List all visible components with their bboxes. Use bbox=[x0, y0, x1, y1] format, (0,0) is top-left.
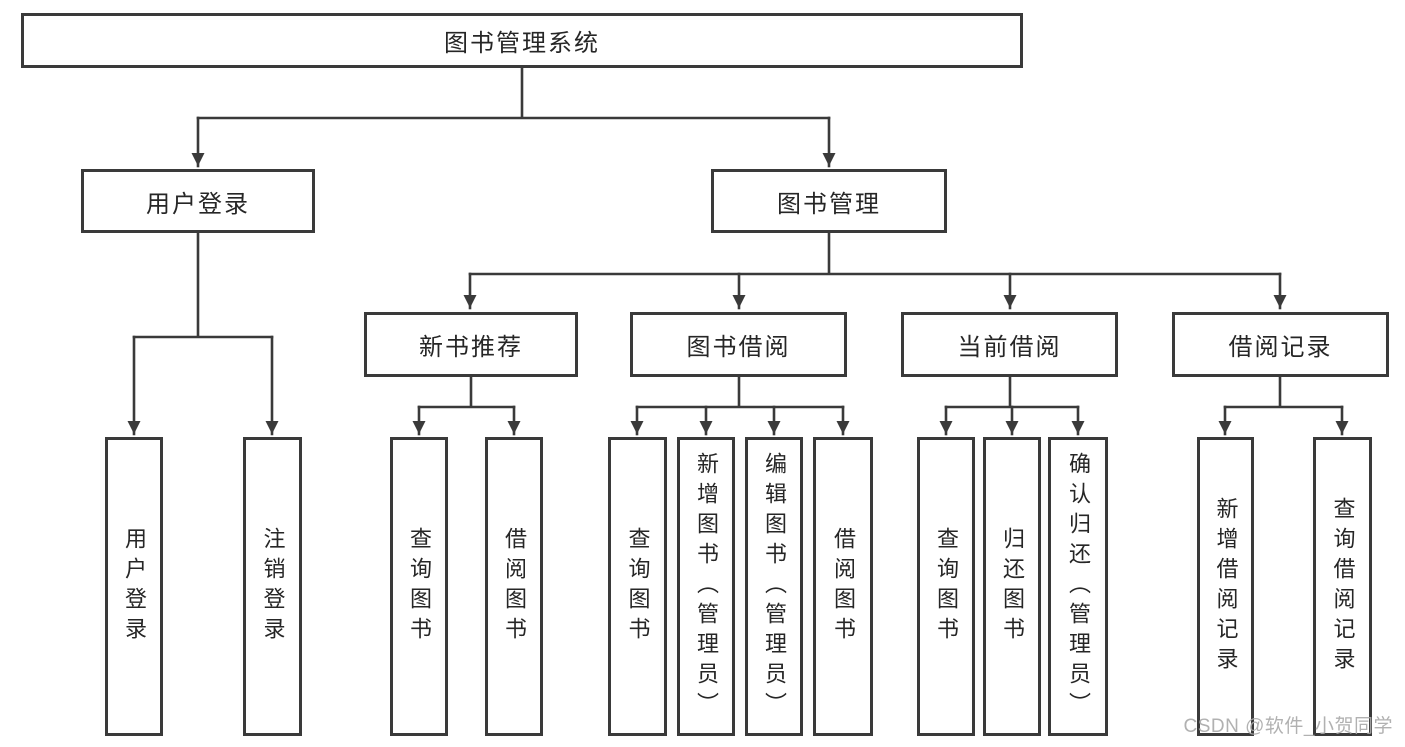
node-book-management: 图书管理 bbox=[711, 169, 947, 233]
leaf-query-books-1-label: 查询图书 bbox=[407, 526, 432, 647]
leaf-logout-label: 注销登录 bbox=[260, 526, 286, 647]
connector-root-rail bbox=[196, 66, 831, 120]
connector-new-book-rail bbox=[417, 373, 516, 409]
leaf-add-book-admin: 新增图书（管理员） bbox=[677, 437, 735, 736]
node-borrowing-records: 借阅记录 bbox=[1172, 312, 1389, 377]
leaf-edit-book-admin: 编辑图书（管理员） bbox=[745, 437, 803, 736]
leaf-borrow-books-1-label: 借阅图书 bbox=[502, 526, 527, 647]
leaf-user-login: 用户登录 bbox=[105, 437, 163, 736]
node-book-management-label: 图书管理 bbox=[777, 190, 881, 218]
leaf-add-borrow-record: 新增借阅记录 bbox=[1197, 437, 1254, 736]
connector-borrow-records-rail bbox=[1223, 373, 1344, 409]
leaf-confirm-return-admin-label: 确认归还（管理员） bbox=[1066, 451, 1091, 722]
leaf-confirm-return-admin: 确认归还（管理员） bbox=[1048, 437, 1108, 736]
node-new-book-recommend-label: 新书推荐 bbox=[419, 334, 523, 361]
leaf-borrow-books-2-label: 借阅图书 bbox=[831, 526, 856, 647]
node-book-borrowing: 图书借阅 bbox=[630, 312, 847, 377]
leaf-edit-book-admin-label: 编辑图书（管理员） bbox=[762, 451, 787, 722]
node-current-borrowing: 当前借阅 bbox=[901, 312, 1118, 377]
leaf-query-books-3-label: 查询图书 bbox=[934, 526, 959, 647]
leaf-add-book-admin-label: 新增图书（管理员） bbox=[694, 451, 719, 722]
leaf-user-login-label: 用户登录 bbox=[122, 526, 147, 647]
node-new-book-recommend: 新书推荐 bbox=[364, 312, 578, 377]
leaf-logout: 注销登录 bbox=[243, 437, 302, 736]
leaf-query-books-1: 查询图书 bbox=[390, 437, 448, 736]
node-borrowing-records-label: 借阅记录 bbox=[1228, 334, 1333, 361]
leaf-return-book: 归还图书 bbox=[983, 437, 1041, 736]
csdn-watermark: CSDN @软件_小贺同学 bbox=[1183, 716, 1393, 737]
leaf-borrow-books-2: 借阅图书 bbox=[813, 437, 873, 736]
leaf-borrow-books-1: 借阅图书 bbox=[485, 437, 543, 736]
leaf-query-books-3: 查询图书 bbox=[917, 437, 975, 736]
node-library-system: 图书管理系统 bbox=[21, 13, 1023, 68]
connector-book-mgmt-rail bbox=[468, 229, 1282, 276]
leaf-return-book-label: 归还图书 bbox=[1000, 526, 1025, 647]
leaf-query-borrow-record-label: 查询借阅记录 bbox=[1330, 496, 1356, 677]
node-book-borrowing-label: 图书借阅 bbox=[686, 334, 791, 361]
node-user-login-label: 用户登录 bbox=[146, 190, 250, 218]
leaf-add-borrow-record-label: 新增借阅记录 bbox=[1213, 496, 1239, 677]
node-current-borrowing-label: 当前借阅 bbox=[957, 334, 1062, 361]
leaf-query-books-2: 查询图书 bbox=[608, 437, 667, 736]
leaf-query-books-2-label: 查询图书 bbox=[625, 526, 651, 647]
node-user-login: 用户登录 bbox=[81, 169, 315, 233]
connector-user-login-rail bbox=[132, 229, 274, 339]
connector-current-borrow-rail bbox=[944, 373, 1080, 409]
node-library-system-label: 图书管理系统 bbox=[444, 30, 600, 57]
connector-book-borrow-rail bbox=[635, 373, 845, 409]
leaf-query-borrow-record: 查询借阅记录 bbox=[1313, 437, 1372, 736]
